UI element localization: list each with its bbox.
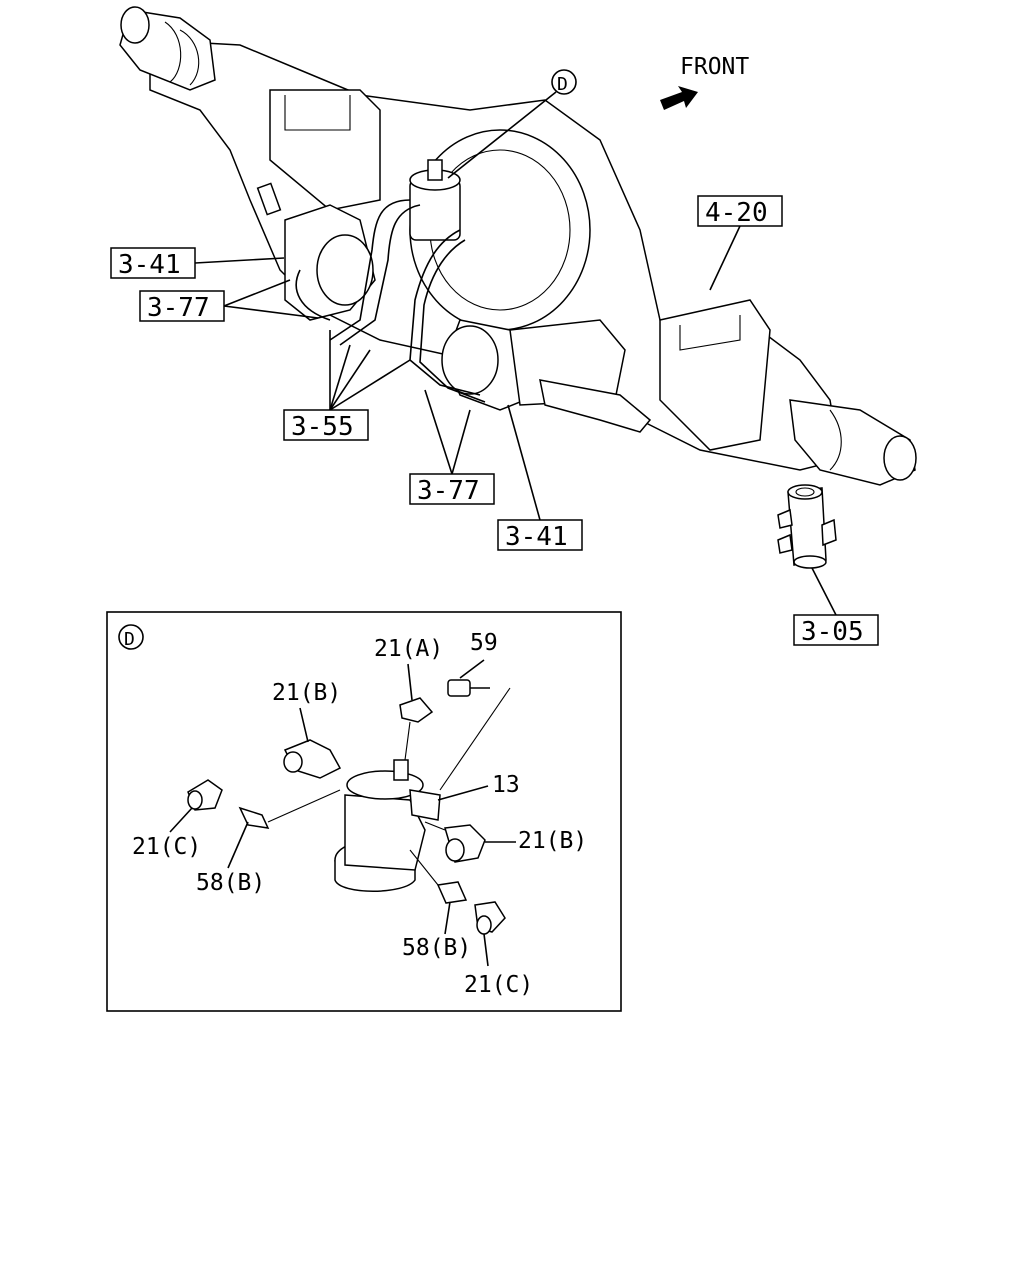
callout-3-77-left: 3-77 [139, 279, 319, 323]
air-pipes [295, 199, 486, 403]
label-nipple-58b-bottom: 58(B) [402, 935, 471, 961]
callout-spare-part-label: 3-05 [801, 617, 864, 647]
callout-3-55: 3-55 [283, 330, 411, 442]
detail-frame [106, 611, 622, 1012]
detail-view-d: D [106, 611, 622, 1012]
spare-part-3-05 [777, 484, 837, 569]
bolt-59 [439, 679, 511, 791]
label-fitting-21c-left: 21(C) [132, 834, 201, 860]
callout-chamber-left-label: 3-41 [118, 250, 181, 280]
callout-axle-housing-label: 4-20 [705, 198, 768, 228]
relay-valve [409, 159, 461, 241]
arrow-front-icon [660, 86, 698, 110]
valve-body [334, 759, 441, 892]
front-direction-indicator: FRONT [660, 54, 749, 110]
rear-axle-assembly [119, 6, 917, 486]
view-marker-label: D [557, 74, 568, 95]
nipple-58b-left [238, 789, 341, 829]
callout-hose-right-label: 3-77 [417, 476, 480, 506]
fitting-21a [399, 697, 434, 761]
label-fitting-21c-bottom: 21(C) [464, 972, 533, 998]
callout-3-41-right: 3-41 [497, 404, 583, 552]
detail-marker-label: D [124, 629, 135, 650]
front-label: FRONT [680, 54, 749, 80]
callout-pipe-label: 3-55 [291, 412, 354, 442]
fitting-21c-left [187, 779, 223, 811]
label-bolt-59: 59 [470, 630, 498, 656]
label-valve-13: 13 [492, 772, 520, 798]
fitting-21c-bottom [474, 901, 506, 935]
callout-4-20: 4-20 [697, 195, 783, 291]
callout-hose-left-label: 3-77 [147, 293, 210, 323]
nipple-58b-bottom [409, 849, 468, 904]
label-fitting-21b-right: 21(B) [518, 828, 587, 854]
callout-3-41-left: 3-41 [110, 247, 285, 280]
view-marker-d: D [447, 69, 577, 179]
right-brake-chamber [441, 319, 652, 433]
callout-3-05: 3-05 [793, 567, 879, 647]
fitting-21b-left [283, 739, 342, 779]
label-fitting-21a: 21(A) [374, 636, 443, 662]
label-nipple-58b-left: 58(B) [196, 870, 265, 896]
fitting-21b-right [424, 821, 486, 863]
callout-3-77-right: 3-77 [409, 389, 495, 506]
label-fitting-21b-left: 21(B) [272, 680, 341, 706]
left-brake-chamber [256, 182, 376, 321]
callout-chamber-right-label: 3-41 [505, 522, 568, 552]
